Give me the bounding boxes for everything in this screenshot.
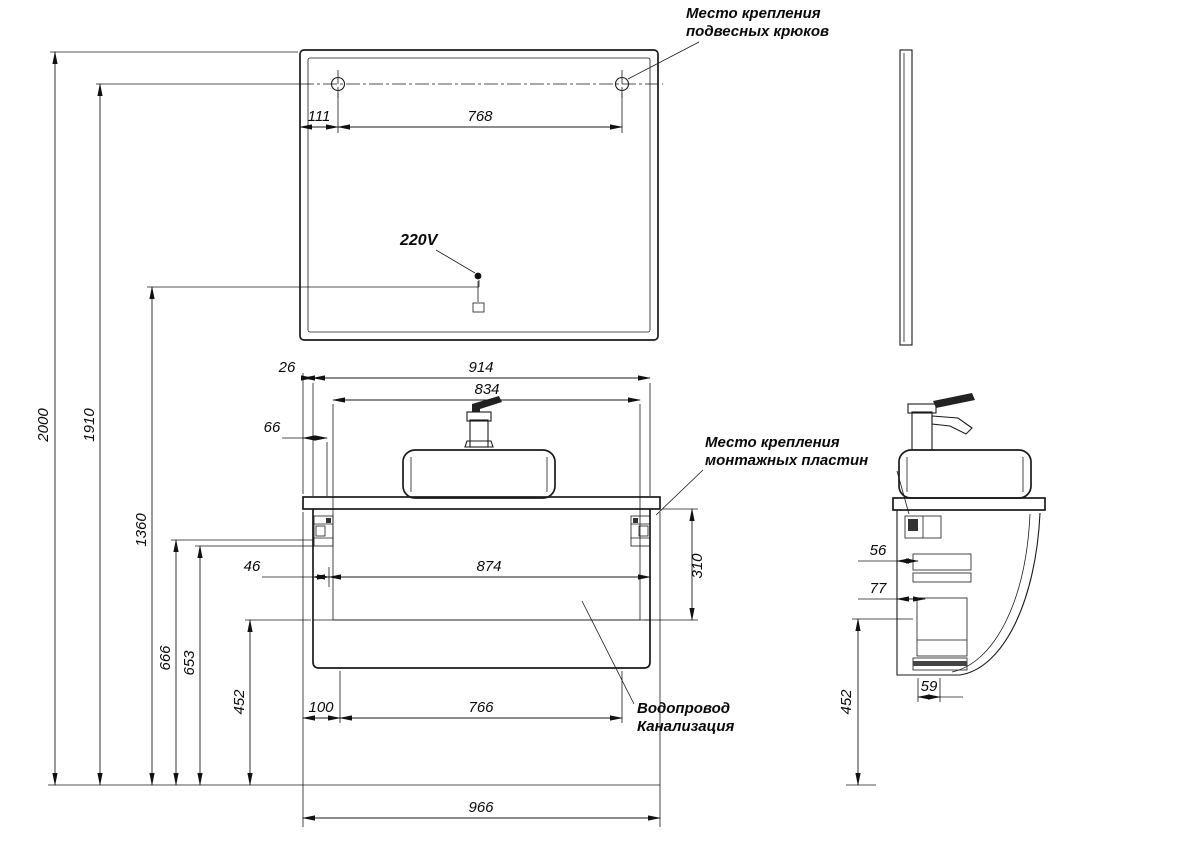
mirror-outline [299, 49, 659, 341]
dim-plate-left-offset-label: 66 [264, 419, 281, 436]
dim-overall-height-label: 2000 [35, 408, 52, 443]
hooks-annotation: Место крепления подвесных крюков [627, 5, 829, 80]
countertop-side [892, 497, 1046, 511]
plumbing-annotation: Водопровод Канализация [581, 600, 734, 735]
dim-plate-inset-label: 46 [244, 558, 261, 575]
mirror-inner-frame [307, 57, 651, 333]
mounting-plate-right [630, 515, 651, 547]
dim-plate-height-a-label: 666 [157, 645, 174, 671]
dim-countertop-width-label: 966 [468, 799, 494, 816]
dim-plate-zone-height-label: 310 [689, 553, 706, 579]
dim-plate-height-b-label: 653 [181, 650, 198, 676]
plates-note-line1: Место крепления [705, 434, 840, 451]
voltage-leader-line [435, 249, 476, 274]
hooks-note-line1: Место крепления [686, 5, 821, 22]
vessel-basin-front [402, 449, 556, 499]
faucet-side [907, 393, 975, 451]
plates-note-line2: монтажных пластин [705, 452, 868, 469]
dim-plate-inner-span-label: 874 [476, 558, 501, 575]
plates-annotation: Место крепления монтажных пластин [655, 434, 910, 516]
power-connection-point [474, 272, 482, 280]
plumbing-leader-line [581, 600, 635, 705]
dim-cabinet-bottom-height-label: 452 [231, 689, 248, 715]
touch-sensor [472, 302, 485, 313]
mounting-plate-left [313, 515, 334, 547]
vessel-basin-side [898, 449, 1032, 499]
dim-cabinet-width-label: 914 [468, 359, 493, 376]
faucet-front [464, 396, 502, 448]
dim-side-bottom-height-label: 452 [838, 689, 855, 715]
mirror-side-view [899, 49, 913, 346]
dim-countertop-overhang-label: 26 [278, 359, 296, 376]
dim-hook-spacing-label: 768 [467, 108, 493, 125]
hooks-leader-line [627, 41, 700, 80]
vanity-front-dimensions: 26 914 834 66 46 874 310 100 766 966 [244, 359, 706, 827]
plumbing-note-line1: Водопровод [637, 700, 730, 717]
dim-hook-left-offset-label: 111 [308, 108, 331, 125]
vanity-front-view [302, 396, 661, 669]
vanity-side-view [892, 393, 1046, 676]
dim-side-plate-depth-label: 56 [870, 542, 887, 559]
dim-hook-height-label: 1910 [81, 408, 98, 442]
plates-leader-front [655, 469, 704, 516]
dim-side-shelf-depth-label: 77 [870, 580, 887, 597]
dim-plate-span-label: 834 [474, 381, 499, 398]
cabinet-side-interior [904, 515, 972, 671]
cabinet-outline [312, 509, 651, 669]
dim-sensor-height-label: 1360 [133, 513, 150, 547]
vanity-side-dimensions: 56 77 59 452 [838, 542, 963, 786]
side-hatch-block [916, 597, 968, 657]
mirror-side-outline [899, 49, 913, 346]
hooks-note-line2: подвесных крюков [686, 23, 829, 40]
dim-drain-left-offset-label: 100 [308, 699, 334, 716]
dim-drain-span-label: 766 [468, 699, 494, 716]
mirror-front-view: 111 768 220V [299, 49, 663, 341]
cabinet-side-outline [896, 510, 1041, 676]
left-dimensions: 2000 1910 1360 666 653 452 [35, 51, 480, 786]
voltage-label: 220V [399, 232, 439, 249]
plumbing-note-line2: Канализация [637, 718, 734, 735]
dim-side-drain-offset-label: 59 [921, 678, 938, 695]
